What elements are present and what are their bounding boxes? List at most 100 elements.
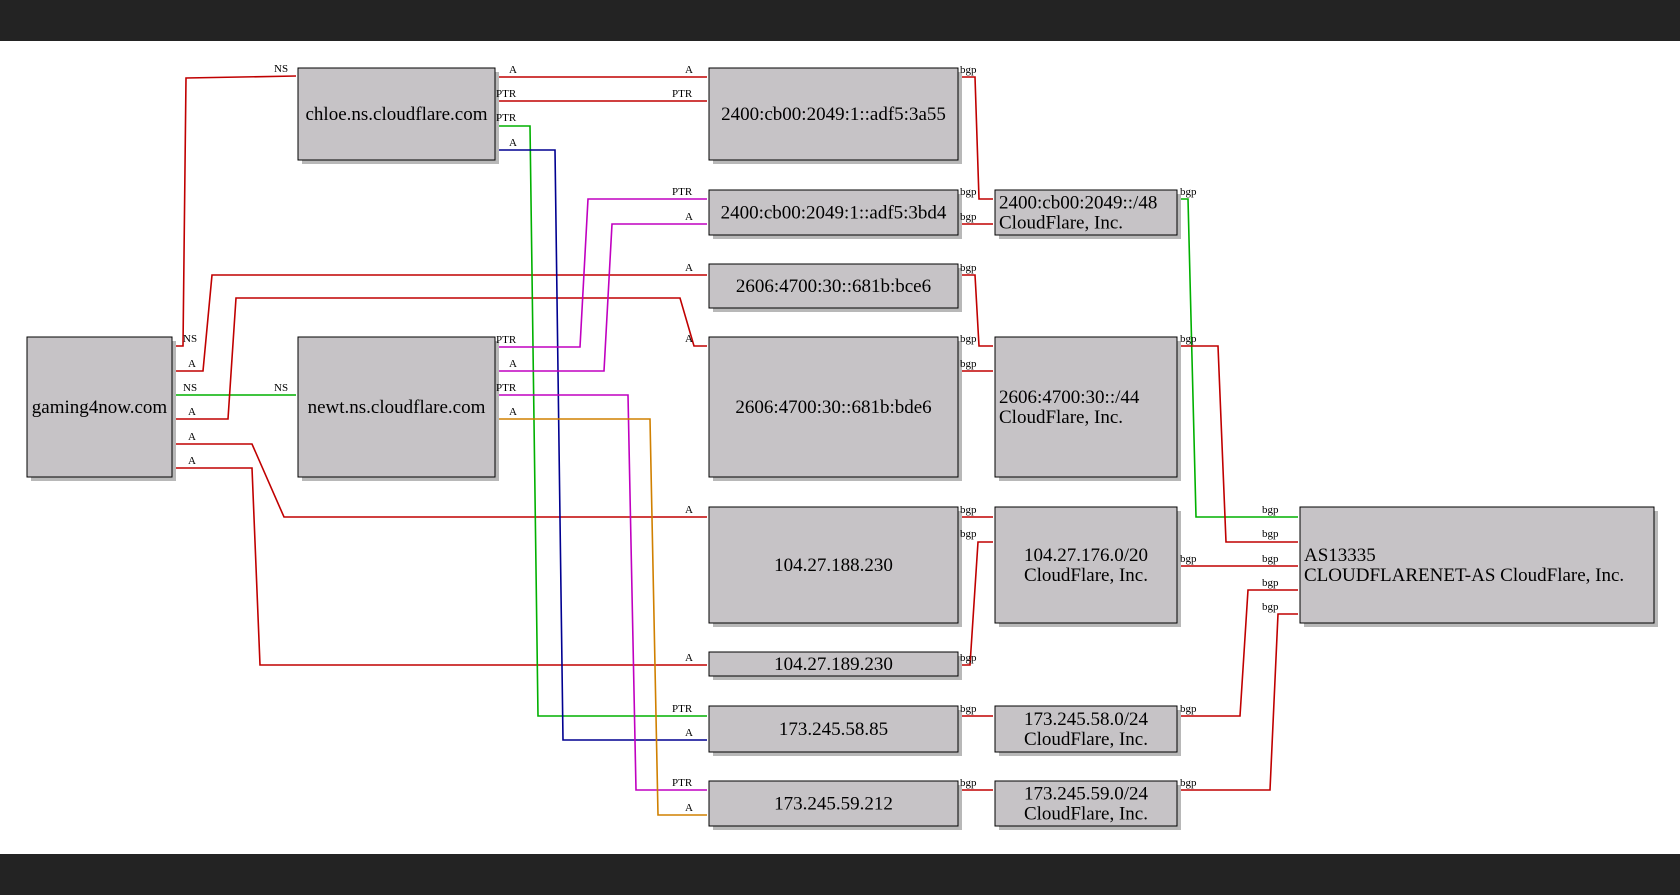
- edge-label-ptr: PTR: [496, 382, 517, 394]
- edge-label-bgp: bgp: [1262, 601, 1279, 613]
- edge-bgp-2400-as: [1178, 198, 1298, 518]
- edge-label-ptr: PTR: [672, 777, 693, 789]
- dns-graph: gaming4now.com chloe.ns.cloudflare.com new…: [26, 63, 1658, 830]
- edge-label-ptr: PTR: [672, 703, 693, 715]
- edge-newt-a-3bd4: [496, 223, 707, 372]
- graph-nodes: gaming4now.com chloe.ns.cloudflare.com new…: [26, 67, 1658, 830]
- edge-label-bgp: bgp: [960, 358, 977, 370]
- node-box: [708, 189, 959, 236]
- edge-label-a: A: [685, 504, 693, 516]
- edge-label-bgp: bgp: [1262, 577, 1279, 589]
- edge-label-bgp: bgp: [960, 186, 977, 198]
- edge-a-189: [173, 467, 707, 666]
- edge-bgp-2606-as: [1178, 345, 1298, 543]
- node-label: 104.27.189.230: [774, 654, 893, 675]
- edge-label-bgp: bgp: [1180, 777, 1197, 789]
- node-label: 104.27.176.0/20: [1024, 545, 1148, 566]
- node-label: CLOUDFLARENET-AS CloudFlare, Inc.: [1304, 565, 1624, 586]
- edge-label-a: A: [188, 358, 196, 370]
- node-label: 173.245.59.212: [774, 794, 893, 815]
- edge-label-bgp: bgp: [1262, 553, 1279, 565]
- node-label: CloudFlare, Inc.: [1024, 565, 1148, 586]
- edge-newt-ptr-3bd4: [496, 198, 707, 348]
- graph-edges: [173, 75, 1298, 816]
- node-box: [994, 780, 1178, 827]
- node-box: [26, 336, 173, 478]
- node-ip-188-230: 104.27.188.230: [708, 506, 962, 627]
- node-ip-59-212: 173.245.59.212: [708, 780, 962, 830]
- edge-label-bgp: bgp: [1180, 553, 1197, 565]
- node-gaming4now: gaming4now.com: [26, 336, 176, 481]
- node-ip-bde6: 2606:4700:30::681b:bde6: [708, 336, 962, 481]
- node-label: CloudFlare, Inc.: [1024, 729, 1148, 750]
- node-label: 173.245.58.85: [779, 719, 888, 740]
- edge-label-bgp: bgp: [1262, 504, 1279, 516]
- node-box: [994, 705, 1178, 753]
- edge-label-ptr: PTR: [496, 88, 517, 100]
- node-label: 2606:4700:30::681b:bce6: [736, 276, 931, 297]
- edge-bgp-3a55: [959, 76, 993, 200]
- edge-label-ns: NS: [183, 382, 197, 394]
- edge-label-bgp: bgp: [960, 703, 977, 715]
- edge-label-bgp: bgp: [960, 64, 977, 76]
- edge-label-a: A: [685, 802, 693, 814]
- edge-label-bgp: bgp: [960, 504, 977, 516]
- edge-label-a: A: [685, 262, 693, 274]
- node-label: AS13335: [1304, 545, 1376, 566]
- edge-label-ptr: PTR: [672, 186, 693, 198]
- node-label: CloudFlare, Inc.: [999, 213, 1123, 234]
- node-label: 2400:cb00:2049:1::adf5:3a55: [721, 104, 946, 125]
- edge-label-bgp: bgp: [960, 211, 977, 223]
- edge-a-bce6: [173, 274, 707, 372]
- edge-chloe-ptr-58: [496, 125, 707, 717]
- node-ip-189-230: 104.27.189.230: [708, 651, 962, 680]
- edge-newt-a-59: [496, 418, 707, 816]
- node-box: [708, 780, 959, 827]
- edge-label-bgp: bgp: [1180, 703, 1197, 715]
- node-box: [297, 67, 496, 161]
- edge-label-a: A: [509, 64, 517, 76]
- edge-bgp-173-58-as: [1178, 589, 1298, 717]
- node-label: 173.245.58.0/24: [1024, 709, 1149, 730]
- edge-bgp-bce6: [959, 274, 993, 347]
- edge-label-ns: NS: [274, 63, 288, 75]
- edge-label-ns: NS: [274, 382, 288, 394]
- dns-graph-canvas: gaming4now.com chloe.ns.cloudflare.com new…: [0, 41, 1680, 854]
- node-box: [708, 651, 959, 677]
- edge-label-a: A: [509, 137, 517, 149]
- edge-label-a: A: [188, 455, 196, 467]
- node-ip-3a55: 2400:cb00:2049:1::adf5:3a55: [708, 67, 962, 164]
- node-box: [994, 506, 1178, 624]
- node-label: newt.ns.cloudflare.com: [308, 397, 486, 418]
- node-label: 2400:cb00:2049::/48: [999, 193, 1157, 214]
- edge-label-a: A: [685, 727, 693, 739]
- edge-newt-ptr-59: [496, 394, 707, 791]
- node-label: 2400:cb00:2049:1::adf5:3bd4: [721, 203, 947, 224]
- edge-label-bgp: bgp: [960, 528, 977, 540]
- node-ip-bce6: 2606:4700:30::681b:bce6: [708, 263, 962, 312]
- edge-label-bgp: bgp: [960, 262, 977, 274]
- node-box: [297, 336, 496, 478]
- edge-label-bgp: bgp: [960, 333, 977, 345]
- edge-label-bgp: bgp: [1180, 186, 1197, 198]
- edge-a-188: [173, 443, 707, 518]
- node-newt: newt.ns.cloudflare.com: [297, 336, 499, 481]
- node-box: [708, 705, 959, 753]
- edge-a-bde6: [173, 297, 707, 420]
- node-label: 173.245.59.0/24: [1024, 784, 1149, 805]
- node-ip-58-85: 173.245.58.85: [708, 705, 962, 756]
- edge-label-a: A: [685, 333, 693, 345]
- node-box: [708, 506, 959, 624]
- edge-bgp-173-59-as: [1178, 613, 1298, 791]
- node-box: [708, 336, 959, 478]
- top-letterbox-bar: [0, 0, 1680, 41]
- edge-label-a: A: [685, 64, 693, 76]
- edge-label-bgp: bgp: [1262, 528, 1279, 540]
- bottom-letterbox-bar: [0, 854, 1680, 895]
- node-chloe: chloe.ns.cloudflare.com: [297, 67, 499, 164]
- edge-label-bgp: bgp: [960, 652, 977, 664]
